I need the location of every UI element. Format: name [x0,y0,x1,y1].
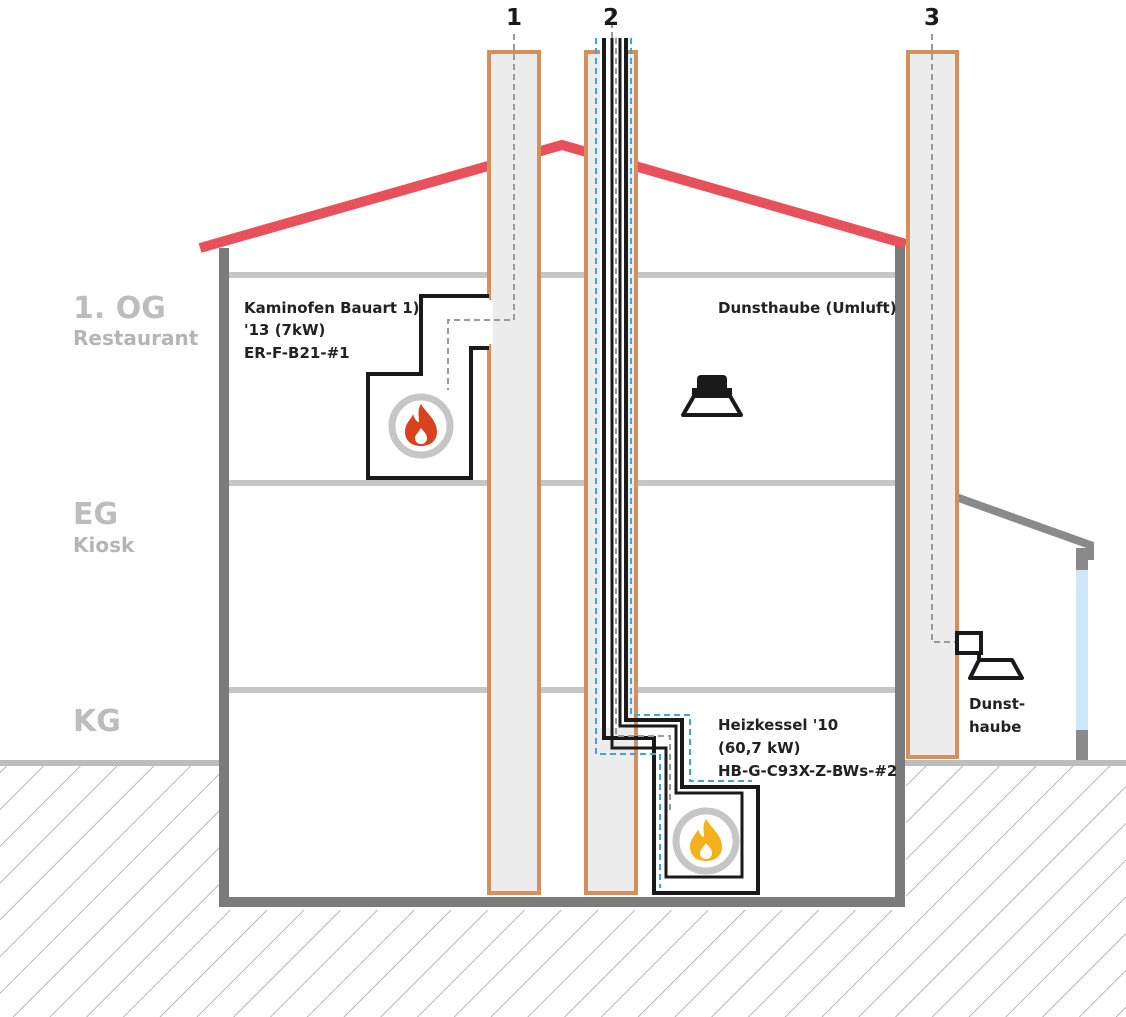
dunsthaube-annex-label-1: Dunst- [969,695,1025,713]
downpipe-top [1076,548,1088,570]
kaminofen-label-1: Kaminofen Bauart 1) [244,299,420,317]
annex-roof [954,493,1094,560]
kaminofen-label-2: '13 (7kW) [244,321,325,339]
annex-hood-body [968,658,1024,680]
annex-hood-duct [955,631,983,655]
hood-body [681,394,743,417]
chimney-1-body [487,50,541,895]
floor-og-use: Restaurant [73,326,199,350]
annex-hood-icon [931,34,1024,680]
heizkessel [672,807,740,875]
liner-dash-blue-right [630,38,752,782]
chimney-1 [487,50,541,895]
chimney-numbers: 1 2 3 [506,5,940,31]
floor-og-name: 1. OG [73,291,166,326]
kaminofen-chimney-opening [487,300,493,344]
floor-eg-use: Kiosk [73,533,135,557]
flue-path-3 [931,34,964,643]
roof-line [198,139,908,253]
fire-icon [405,404,437,446]
floor-kg-name: KG [73,704,121,739]
kaminofen-label-3: ER-F-B21-#1 [244,344,350,362]
ground [0,760,1126,1017]
liner-outline-black [602,38,760,895]
floor-eg-name: EG [73,497,118,532]
dunsthaube-annex-label-2: haube [969,718,1021,736]
liner-outline-inner [610,38,744,879]
annex [954,493,1094,760]
appliance-labels: Kaminofen Bauart 1) '13 (7kW) ER-F-B21-#… [244,299,1025,780]
extractor-hood-icon [681,375,743,417]
downpipe-bottom [1076,730,1088,760]
chimney-2-liner [595,12,760,895]
floor-slabs [228,272,898,693]
flue-path-1 [447,34,515,390]
dunsthaube-og-label: Dunsthaube (Umluft) [718,299,897,317]
flue-path-2 [615,38,671,810]
hood-collar [692,388,732,396]
downpipe [1076,570,1088,730]
chimney-number-3: 3 [924,5,940,31]
building-walls [219,244,905,907]
chimney-number-2: 2 [603,5,619,31]
heizkessel-label-1: Heizkessel '10 [718,716,838,734]
flame-icon [690,819,722,861]
heizkessel-label-2: (60,7 kW) [718,739,800,757]
chimney-number-1: 1 [506,5,522,31]
basement-fill [220,765,906,910]
roof [198,139,908,253]
floor-labels: 1. OG Restaurant EG Kiosk KG [73,291,199,739]
kaminofen [366,34,515,480]
heizkessel-label-3: HB-G-C93X-Z-BWs-#2 [718,762,897,780]
